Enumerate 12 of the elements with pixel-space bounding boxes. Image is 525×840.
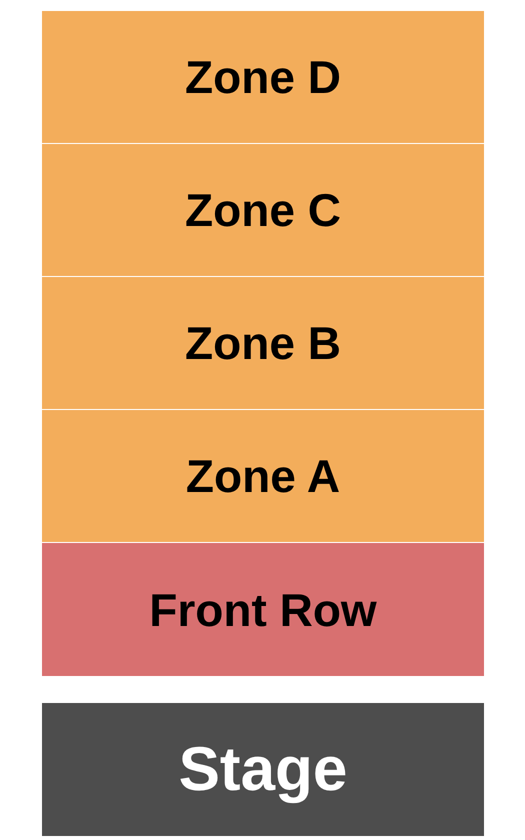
seating-section [42,277,484,409]
seating-section [42,11,484,143]
stage-area [42,703,484,836]
section-label: Zone A [186,449,340,503]
seating-section [42,543,484,676]
section-label: Stage [178,734,348,805]
section-label: Front Row [149,582,377,636]
seating-section [42,144,484,276]
section-label: Zone D [185,50,341,104]
section-label: Zone C [185,183,341,237]
section-label: Zone B [185,316,341,370]
seating-section [42,410,484,542]
